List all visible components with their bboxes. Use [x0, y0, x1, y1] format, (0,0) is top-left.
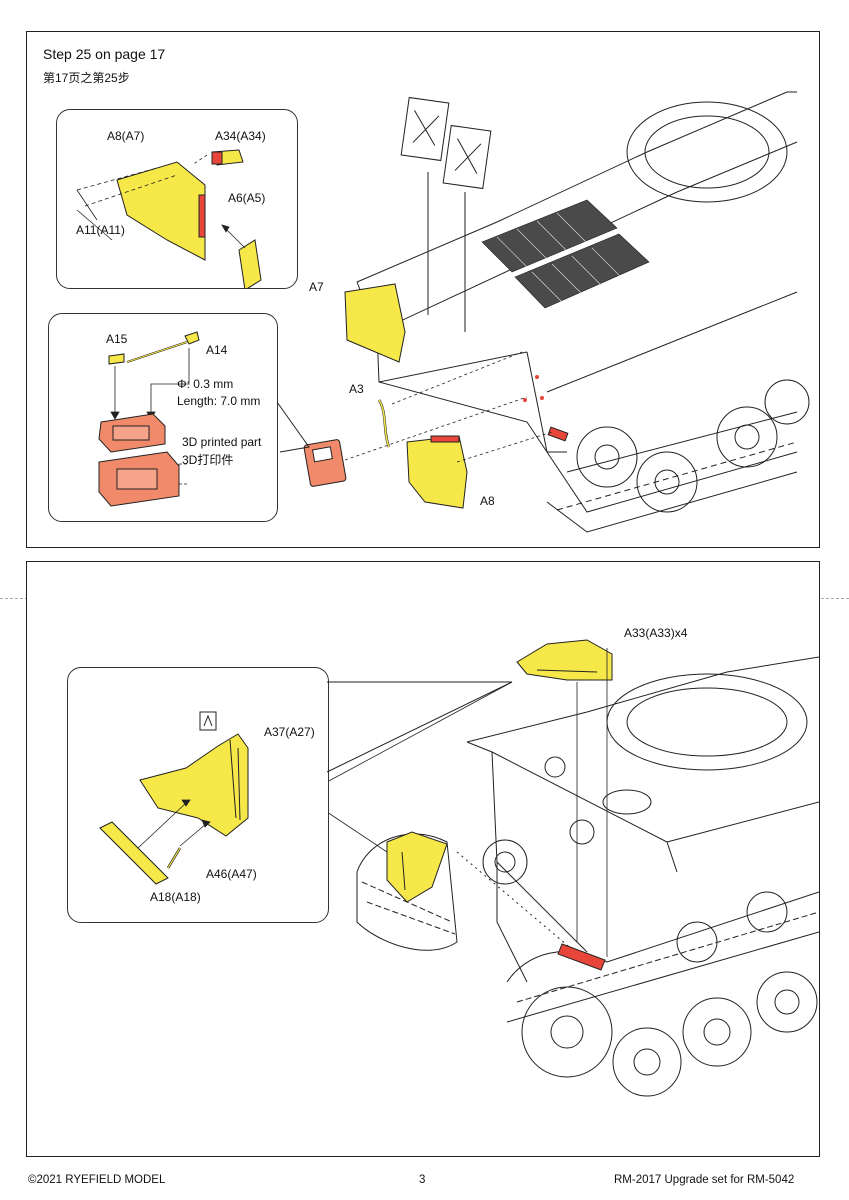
mudguard-parts-diagram [76, 149, 262, 288]
step-panel-bottom: A33(A33)x4 A37(A27) A46(A47) A [26, 561, 820, 1157]
label-a46-a47: A46(A47) [206, 867, 257, 881]
label-a33-a33-x4: A33(A33)x4 [624, 626, 688, 640]
page-number: 3 [419, 1174, 426, 1186]
label-a3-main: A3 [349, 382, 364, 396]
rod-diameter: Φ: 0.3 mm [177, 377, 234, 391]
label-a11-a11: A11(A11) [76, 223, 125, 237]
label-a34-a34: A34(A34) [215, 129, 266, 143]
inset-rear-mudguard-parts: A37(A27) A46(A47) A18(A18) [67, 667, 329, 923]
label-a7-main: A7 [309, 280, 324, 294]
label-a8-main: A8 [480, 494, 495, 508]
inset-mudguard-parts: A8(A7) A34(A34) A6(A5) A11(A11) [56, 109, 298, 289]
copyright: ©2021 RYEFIELD MODEL [28, 1174, 166, 1186]
label-a37-a27: A37(A27) [264, 725, 315, 739]
printed-part-diagram [98, 331, 200, 507]
step-panel-top: Step 25 on page 17 第17页之第25步 [26, 31, 820, 548]
printed-part-cn: 3D打印件 [182, 453, 234, 467]
rear-mudguard-diagram [99, 711, 249, 885]
rod-length: Length: 7.0 mm [177, 394, 261, 408]
product-code: RM-2017 Upgrade set for RM-5042 [614, 1174, 795, 1186]
label-a18-a18: A18(A18) [150, 890, 201, 904]
step-title: Step 25 on page 17 [43, 46, 166, 62]
label-a6-a5: A6(A5) [228, 191, 266, 205]
printed-part-en: 3D printed part [182, 435, 262, 449]
label-a14: A14 [206, 343, 228, 357]
label-a15: A15 [106, 332, 128, 346]
inset-3d-printed-part: A15 A14 Φ: 0.3 mm Length: 7.0 mm 3D prin… [48, 313, 278, 522]
label-a8-a7: A8(A7) [107, 129, 145, 143]
tank-rear-drawing [276, 91, 810, 533]
step-subtitle: 第17页之第25步 [43, 71, 130, 85]
